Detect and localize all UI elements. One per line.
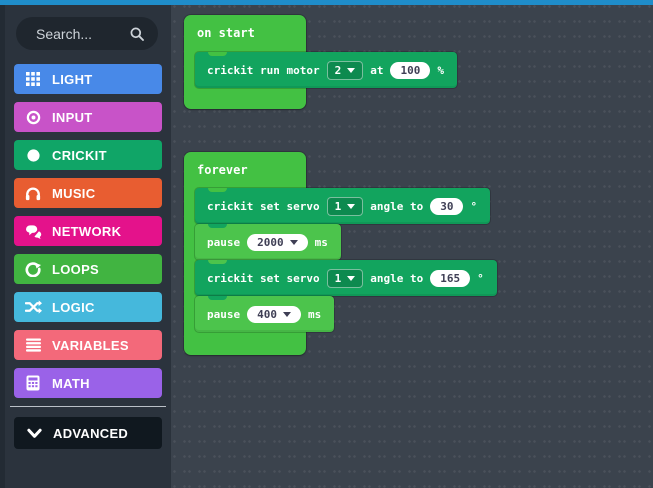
advanced-label: ADVANCED (53, 425, 129, 441)
sidebar-item-label: LOOPS (52, 261, 100, 277)
toolbox-sidebar: LIGHT INPUT CRICKIT MUSIC (0, 5, 170, 488)
target-icon (23, 108, 43, 126)
sidebar-divider (10, 406, 166, 407)
sidebar-item-label: LIGHT (52, 71, 93, 87)
block-text: pause (207, 235, 241, 249)
pause-duration-value: 2000 (257, 235, 284, 249)
crickit-set-servo-block[interactable]: crickit set servo 1 angle to 165 ° (195, 260, 497, 296)
servo-dropdown-value: 1 (334, 271, 342, 285)
motor-dropdown-value: 2 (334, 63, 342, 77)
sidebar-item-network[interactable]: NETWORK (14, 216, 162, 246)
sidebar-item-logic[interactable]: LOGIC (14, 292, 162, 322)
sidebar-item-math[interactable]: MATH (14, 368, 162, 398)
chevron-down-icon (24, 424, 44, 442)
servo-dropdown[interactable]: 1 (326, 196, 364, 216)
block-notch (208, 224, 227, 228)
sidebar-item-label: CRICKIT (52, 147, 107, 163)
block-text: at (370, 63, 384, 77)
sidebar-item-music[interactable]: MUSIC (14, 178, 162, 208)
pause-duration-dropdown[interactable]: 2000 (247, 233, 308, 251)
chat-bubbles-icon (23, 222, 43, 240)
servo-dropdown-value: 1 (334, 199, 342, 213)
servo-angle-field[interactable]: 165 (430, 269, 471, 287)
block-notch (208, 296, 227, 300)
sidebar-item-crickit[interactable]: CRICKIT (14, 140, 162, 170)
dropdown-arrow-icon (347, 203, 356, 209)
sidebar-item-label: LOGIC (52, 299, 95, 315)
block-unit: ° (470, 199, 478, 213)
sidebar-item-label: NETWORK (52, 223, 122, 239)
block-text: crickit run motor (207, 63, 320, 77)
advanced-toggle-button[interactable]: ADVANCED (14, 417, 162, 449)
motor-speed-field[interactable]: 100 (390, 61, 431, 79)
sidebar-item-variables[interactable]: VARIABLES (14, 330, 162, 360)
block-unit: ° (477, 271, 484, 285)
headphones-icon (23, 184, 43, 202)
circle-icon (23, 146, 43, 164)
on-start-label: on start (197, 26, 255, 40)
pause-duration-dropdown[interactable]: 400 (247, 305, 301, 323)
crickit-set-servo-block[interactable]: crickit set servo 1 angle to 30 ° (195, 188, 491, 224)
block-text: angle to (370, 199, 424, 213)
dropdown-arrow-icon (347, 275, 356, 281)
pause-block[interactable]: pause 400 ms (195, 296, 335, 332)
block-text: pause (207, 307, 241, 321)
block-notch (208, 260, 227, 264)
search-input[interactable] (36, 25, 129, 42)
search-box[interactable] (16, 17, 158, 50)
sidebar-item-input[interactable]: INPUT (14, 102, 162, 132)
sidebar-item-label: MUSIC (52, 185, 96, 201)
block-text: crickit set servo (207, 271, 320, 285)
pause-duration-value: 400 (257, 307, 277, 321)
sidebar-item-light[interactable]: LIGHT (14, 64, 162, 94)
sidebar-item-label: INPUT (52, 109, 93, 125)
crickit-run-motor-block[interactable]: crickit run motor 2 at 100 % (195, 52, 457, 88)
block-unit: % (437, 63, 444, 77)
block-text: angle to (370, 271, 424, 285)
shuffle-icon (23, 298, 43, 316)
forever-label: forever (197, 163, 248, 177)
block-unit: ms (314, 235, 328, 249)
sidebar-item-loops[interactable]: LOOPS (14, 254, 162, 284)
loop-arrow-icon (23, 260, 43, 278)
block-notch (208, 52, 227, 56)
list-lines-icon (23, 336, 43, 354)
workspace-canvas[interactable]: on start crickit run motor 2 at 100 % fo… (170, 5, 653, 488)
block-unit: ms (308, 307, 322, 321)
servo-angle-value: 30 (440, 199, 454, 213)
servo-angle-value: 165 (440, 271, 461, 285)
sidebar-item-label: MATH (52, 375, 90, 391)
pause-block[interactable]: pause 2000 ms (195, 224, 341, 260)
sidebar-item-label: VARIABLES (52, 337, 129, 353)
servo-dropdown[interactable]: 1 (326, 268, 364, 288)
search-icon (129, 26, 145, 42)
motor-speed-value: 100 (400, 63, 421, 77)
block-text: crickit set servo (207, 199, 320, 213)
grid-icon (23, 70, 43, 88)
dropdown-arrow-icon (347, 67, 356, 73)
block-notch (208, 188, 227, 192)
dropdown-arrow-icon (289, 239, 298, 245)
calculator-icon (23, 374, 43, 392)
servo-angle-field[interactable]: 30 (430, 197, 464, 215)
motor-dropdown[interactable]: 2 (326, 60, 364, 80)
top-accent-bar (0, 0, 653, 5)
dropdown-arrow-icon (283, 311, 291, 317)
